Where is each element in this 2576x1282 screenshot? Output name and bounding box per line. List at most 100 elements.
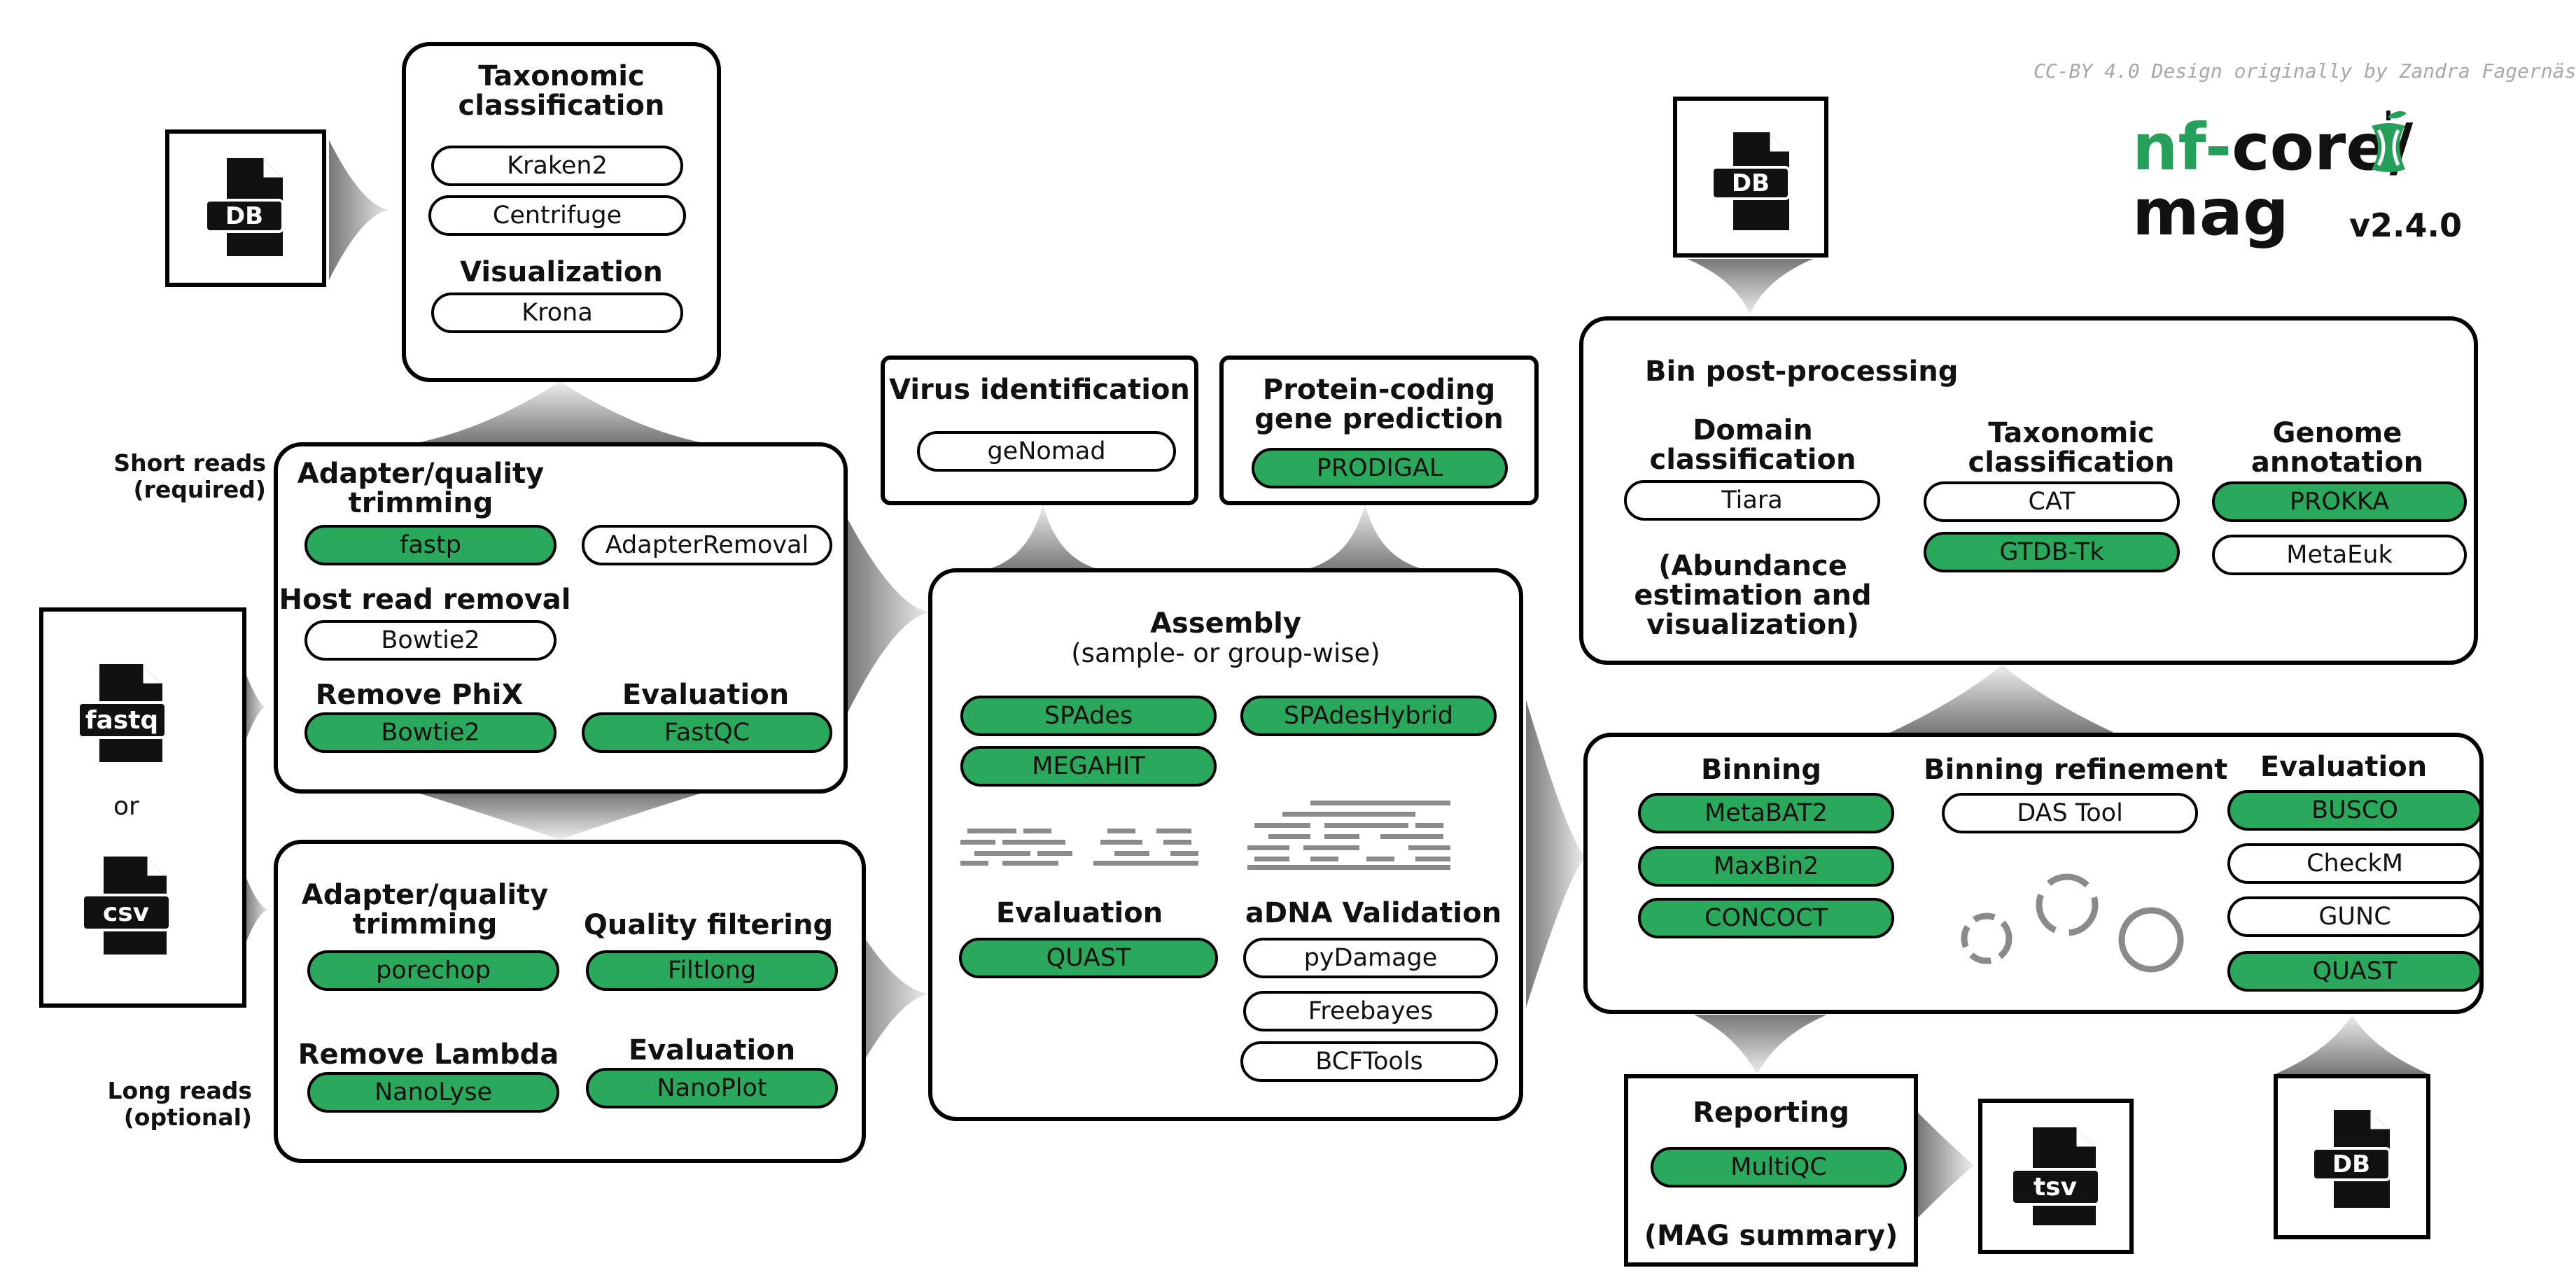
title-line: trimming — [352, 908, 498, 941]
tool-centrifuge[interactable]: Centrifuge — [428, 195, 686, 236]
binning-box: Binning MetaBAT2 MaxBin2 CONCOCT Binning… — [1583, 733, 2484, 1014]
tool-gunc[interactable]: GUNC — [2227, 896, 2482, 937]
protein-prediction-box: Protein-coding gene prediction PRODIGAL — [1219, 355, 1539, 505]
connector — [329, 140, 392, 280]
connector — [847, 518, 931, 714]
tool-megahit[interactable]: MEGAHIT — [960, 746, 1217, 787]
tool-maxbin2[interactable]: MaxBin2 — [1638, 846, 1894, 887]
title-line: Adapter/quality — [297, 458, 545, 490]
connector — [420, 794, 700, 840]
tool-prokka[interactable]: PROKKA — [2212, 481, 2467, 522]
tool-spadeshybrid[interactable]: SPAdesHybrid — [1240, 696, 1497, 736]
label-line: Short reads — [113, 449, 266, 477]
csv-label: csv — [103, 899, 149, 927]
tsv-file-icon: tsv — [2010, 1127, 2101, 1225]
tool-nanoplot[interactable]: NanoPlot — [586, 1068, 838, 1108]
tool-nanolyse[interactable]: NanoLyse — [307, 1072, 559, 1113]
tool-cat[interactable]: CAT — [1924, 481, 2180, 522]
connector — [245, 672, 266, 742]
title-line: classification — [458, 90, 665, 122]
input-files-box: fastq or csv — [39, 607, 246, 1008]
visualization-title: Visualization — [460, 256, 663, 288]
tool-porechop[interactable]: porechop — [307, 950, 559, 991]
tool-adapterremoval[interactable]: AdapterRemoval — [582, 525, 832, 565]
reporting-box: Reporting MultiQC (MAG summary) — [1624, 1074, 1918, 1267]
or-label: or — [113, 792, 139, 821]
tool-genomad[interactable]: geNomad — [917, 431, 1176, 472]
db-label: DB — [225, 202, 263, 230]
title-line: visualization) — [1646, 609, 1859, 641]
post-title: Bin post-processing — [1645, 355, 1959, 388]
database-input-box: DB — [165, 129, 326, 287]
db-label: DB — [1732, 169, 1770, 197]
fastq-file-icon: fastq — [77, 664, 167, 762]
title-line: estimation and — [1634, 579, 1872, 612]
label-line: (required) — [133, 476, 266, 503]
tool-bcftools[interactable]: BCFTools — [1240, 1041, 1498, 1082]
tool-quast-assembly[interactable]: QUAST — [959, 938, 1218, 978]
label-line: (optional) — [123, 1104, 252, 1131]
tool-dastool[interactable]: DAS Tool — [1942, 793, 2198, 833]
tool-bowtie2-host[interactable]: Bowtie2 — [304, 620, 556, 661]
database-icon: DB — [2311, 1110, 2391, 1208]
tool-krona[interactable]: Krona — [431, 293, 683, 333]
short-reads-box: Adapter/quality trimming fastp AdapterRe… — [274, 442, 848, 794]
tsv-label: tsv — [2033, 1173, 2077, 1202]
credit-line: CC-BY 4.0 Design originally by Zandra Fa… — [2033, 59, 2576, 83]
brand-prefix: nf- — [2132, 110, 2232, 185]
tool-pydamage[interactable]: pyDamage — [1243, 938, 1498, 978]
tool-metaeuk[interactable]: MetaEuk — [2212, 535, 2467, 575]
tool-tiara[interactable]: Tiara — [1624, 480, 1880, 521]
adna-validation-title: aDNA Validation — [1245, 897, 1502, 929]
tool-checkm[interactable]: CheckM — [2227, 843, 2482, 884]
long-trim-title: Adapter/quality trimming — [278, 880, 572, 939]
tool-freebayes[interactable]: Freebayes — [1243, 991, 1498, 1031]
genome-annotation-title: Genome annotation — [2201, 418, 2474, 477]
db-label: DB — [2332, 1150, 2370, 1178]
tool-prodigal[interactable]: PRODIGAL — [1252, 448, 1508, 488]
bin-post-processing-box: Bin post-processing Domain classificatio… — [1579, 316, 2478, 665]
tool-quast-bins[interactable]: QUAST — [2227, 951, 2482, 992]
title-line: Protein-coding — [1262, 374, 1496, 406]
long-reads-box: Adapter/quality trimming Quality filteri… — [274, 840, 866, 1163]
title-line: gene prediction — [1254, 403, 1504, 435]
connector — [847, 910, 931, 1092]
title-line: Taxonomic — [478, 60, 645, 92]
tool-bowtie2-phix[interactable]: Bowtie2 — [304, 712, 556, 753]
tool-metabat2[interactable]: MetaBAT2 — [1638, 793, 1894, 833]
tool-multiqc[interactable]: MultiQC — [1651, 1147, 1907, 1188]
connector — [1526, 700, 1586, 1008]
title-line: Adapter/quality — [301, 879, 549, 911]
connector — [1890, 665, 2114, 733]
host-removal-title: Host read removal — [279, 584, 571, 616]
connector — [2275, 1015, 2429, 1074]
tool-fastqc[interactable]: FastQC — [582, 712, 832, 753]
brand-sub: mag — [2132, 175, 2289, 250]
tool-spades[interactable]: SPAdes — [960, 696, 1217, 736]
bins-graphic — [1961, 873, 2184, 973]
title-line: annotation — [2250, 446, 2424, 479]
contig-reads-graphic — [960, 801, 1450, 870]
tool-fastp[interactable]: fastp — [304, 525, 556, 565]
title-line: Taxonomic — [1988, 417, 2155, 449]
tool-concoct[interactable]: CONCOCT — [1638, 898, 1894, 938]
tool-filtlong[interactable]: Filtlong — [586, 950, 838, 991]
tool-kraken2[interactable]: Kraken2 — [431, 146, 683, 186]
database-post-box: DB — [1673, 97, 1828, 258]
title-line: classification — [1968, 446, 2175, 479]
connector — [983, 504, 1102, 570]
protein-title: Protein-coding gene prediction — [1224, 375, 1534, 434]
tool-gtdbtk[interactable]: GTDB-Tk — [1924, 532, 2180, 572]
connector — [1694, 1015, 1827, 1074]
assembly-eval-title: Evaluation — [995, 897, 1163, 929]
remove-lambda-title: Remove Lambda — [298, 1038, 559, 1071]
fastq-label: fastq — [85, 706, 158, 735]
tool-busco[interactable]: BUSCO — [2227, 790, 2482, 831]
title-line: trimming — [348, 487, 493, 519]
database-icon: DB — [1711, 132, 1791, 230]
taxonomic-classification-box: Taxonomic classification Kraken2 Centrif… — [402, 42, 721, 382]
binning-refinement-title: Binning refinement — [1924, 754, 2228, 786]
label-line: Long reads — [107, 1077, 253, 1104]
long-reads-label: Long reads (optional) — [84, 1077, 253, 1131]
